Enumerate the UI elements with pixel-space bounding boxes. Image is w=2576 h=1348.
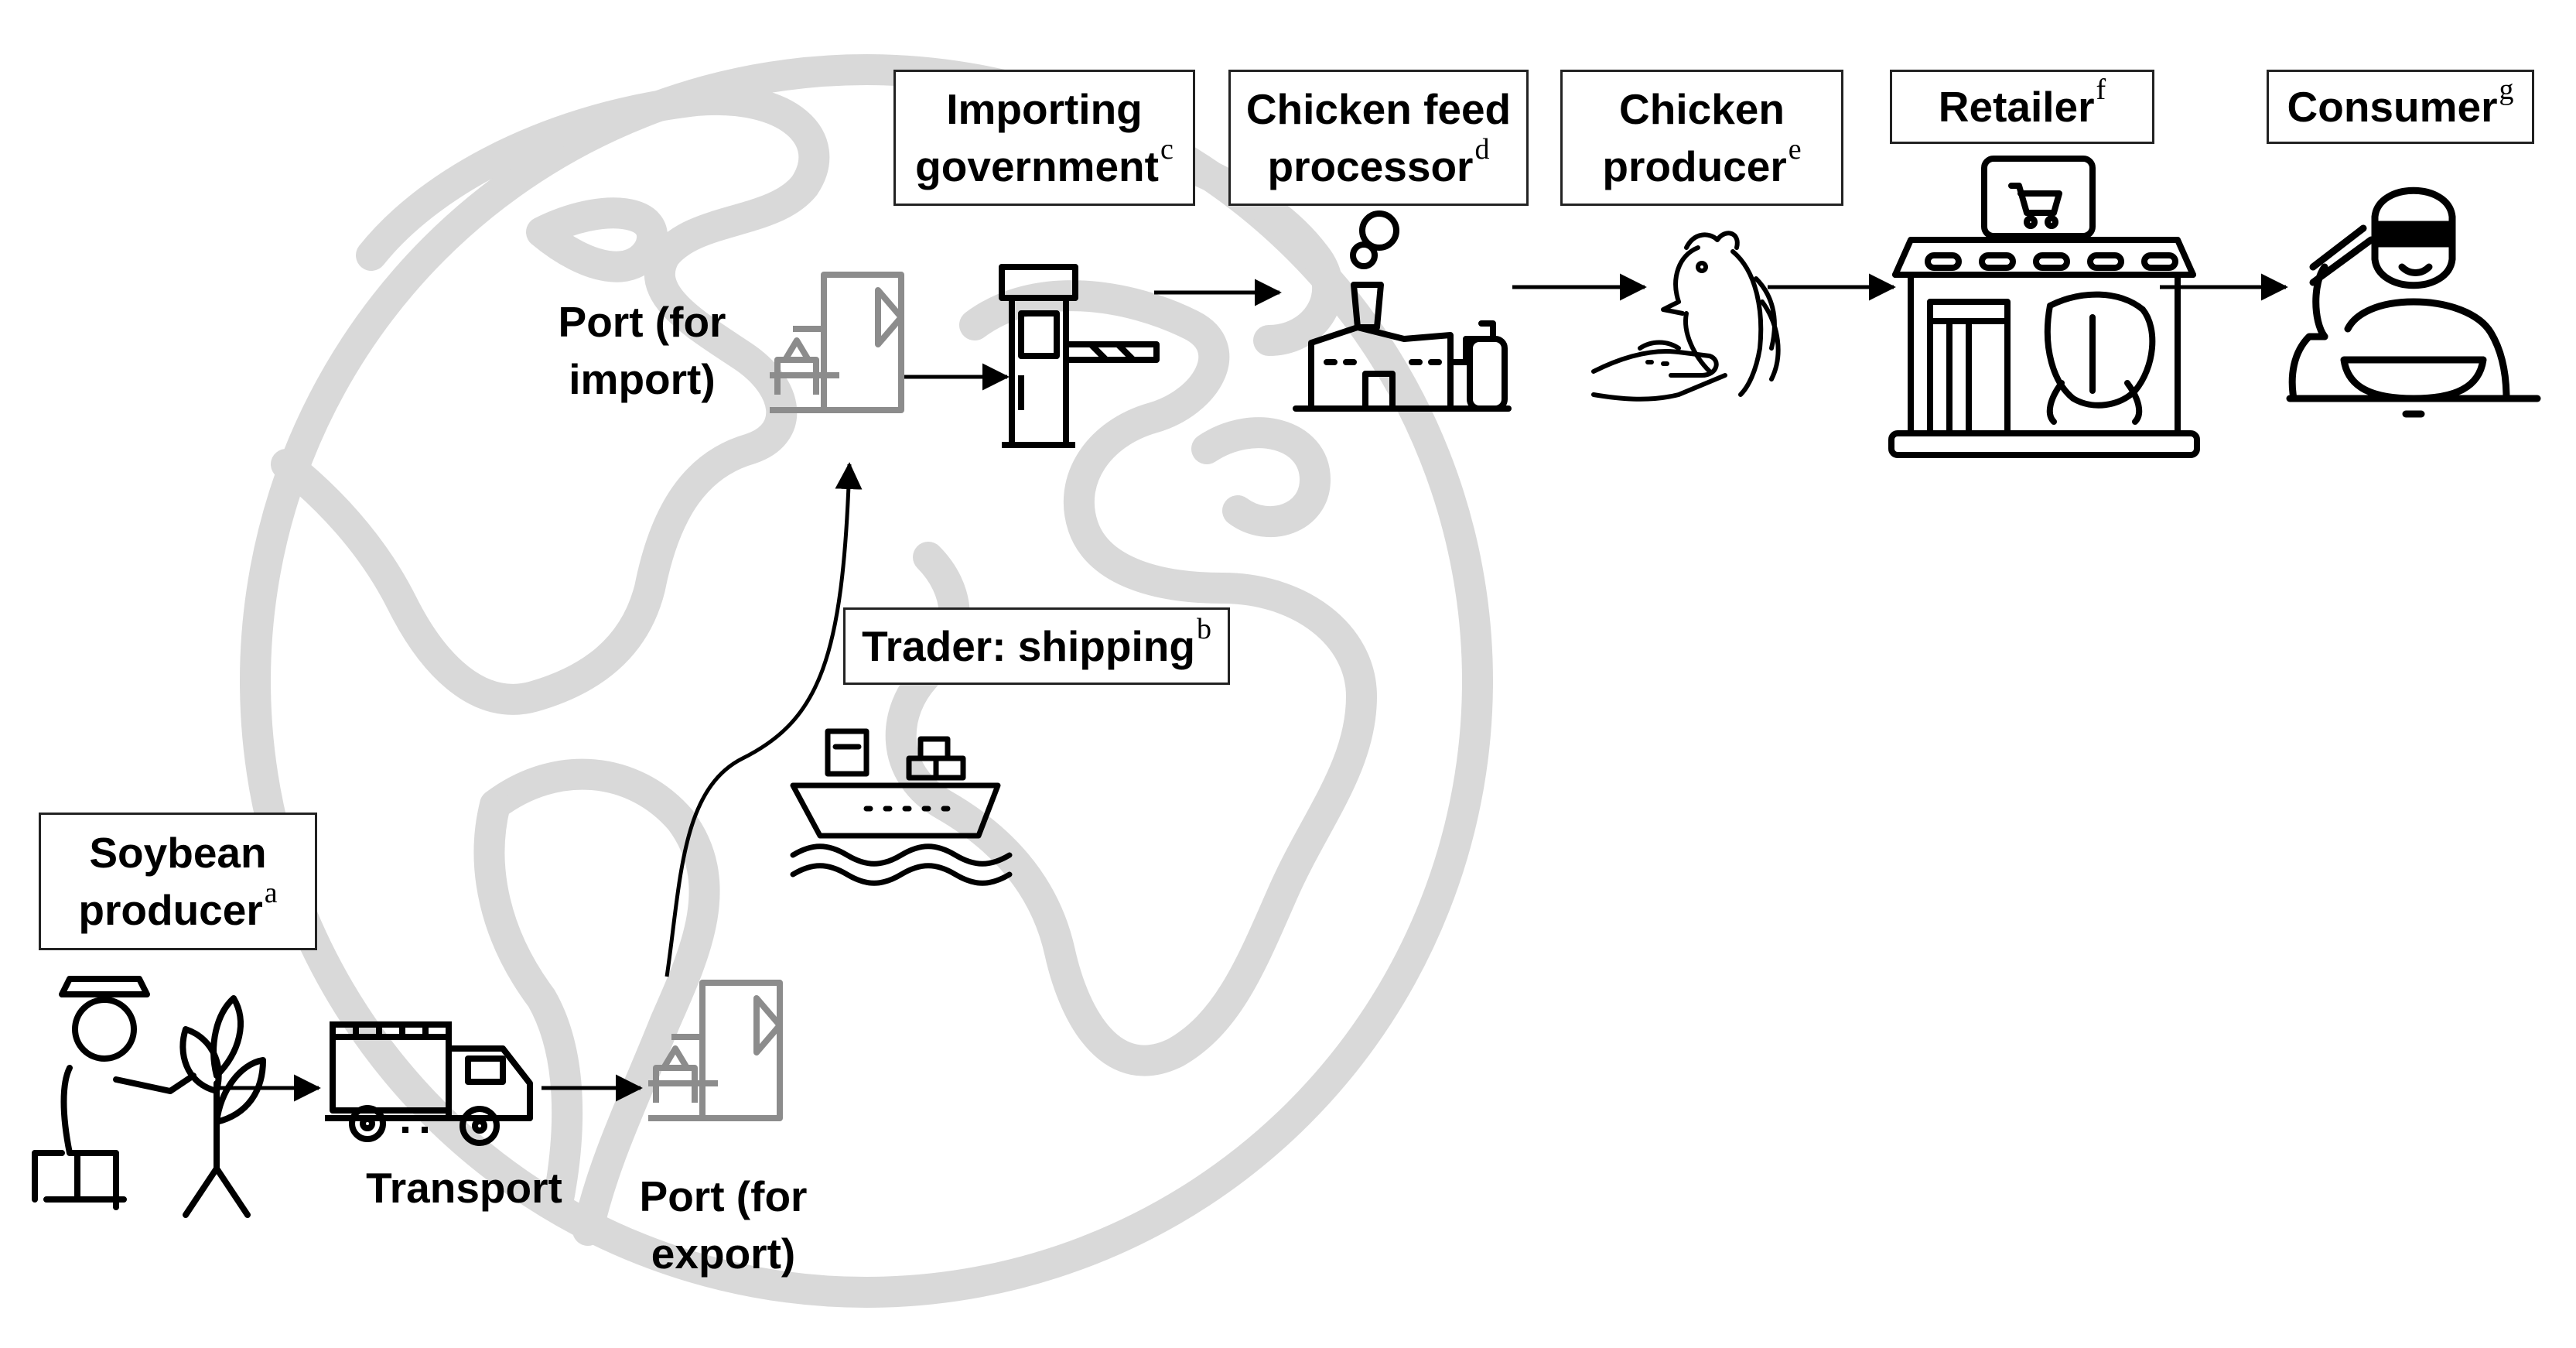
soybean-producer-line2-wrap: producera xyxy=(78,878,277,939)
trader-line1-wrap: Trader: shippingb xyxy=(862,614,1211,675)
port-export-line2: export) xyxy=(651,1229,796,1278)
chicken-producer-line2-wrap: producere xyxy=(1602,135,1801,195)
importing-government-line2: government xyxy=(915,142,1159,190)
retailer-line1: Retailer xyxy=(1938,83,2095,131)
importing-government-line2-wrap: governmentc xyxy=(915,135,1174,195)
port-export-line1: Port (for xyxy=(639,1172,808,1220)
retailer-line1-wrap: Retailerf xyxy=(1938,75,2106,135)
label-port-import: Port (for import) xyxy=(526,290,758,410)
farmer-icon xyxy=(32,976,266,1218)
soybean-producer-note: a xyxy=(264,876,278,909)
consumer-line1: Consumer xyxy=(2287,83,2498,131)
customs-barrier-icon xyxy=(999,264,1160,448)
retailer-note: f xyxy=(2096,73,2106,106)
label-chicken-feed-processor: Chicken feed processord xyxy=(1228,70,1529,206)
label-trader-shipping: Trader: shippingb xyxy=(843,607,1230,685)
globe-icon xyxy=(240,54,1493,1308)
label-transport: Transport xyxy=(340,1157,588,1219)
soybean-producer-line2: producer xyxy=(78,886,263,934)
label-port-export: Port (for export) xyxy=(603,1165,843,1285)
port-import-line1: Port (for xyxy=(558,297,726,346)
chicken-producer-line1: Chicken xyxy=(1619,85,1785,133)
soybean-producer-line1: Soybean xyxy=(89,829,267,877)
transport-text: Transport xyxy=(366,1164,562,1212)
consumer-note: g xyxy=(2499,73,2514,106)
consumer-icon xyxy=(2286,186,2541,418)
feed-processor-line2: processor xyxy=(1267,142,1474,190)
consumer-line1-wrap: Consumerg xyxy=(2287,75,2514,135)
trader-line1: Trader: shipping xyxy=(862,622,1195,670)
chicken-icon xyxy=(1591,231,1781,402)
label-chicken-producer: Chicken producere xyxy=(1560,70,1843,206)
truck-icon xyxy=(325,1021,533,1146)
flow-arrows xyxy=(218,273,2288,1102)
feed-processor-line2-wrap: processord xyxy=(1267,135,1490,195)
feed-processor-note: d xyxy=(1474,132,1490,166)
store-icon xyxy=(1888,156,2200,458)
cargo-ship-icon xyxy=(790,728,1013,886)
label-retailer: Retailerf xyxy=(1890,70,2154,144)
label-importing-government: Importing governmentc xyxy=(893,70,1195,206)
factory-icon xyxy=(1293,210,1512,412)
label-consumer: Consumerg xyxy=(2267,70,2534,144)
label-soybean-producer: Soybean producera xyxy=(39,813,317,950)
port-export-icon xyxy=(648,980,783,1121)
port-import-icon xyxy=(770,272,904,413)
chicken-producer-note: e xyxy=(1788,132,1802,166)
importing-government-note: c xyxy=(1160,132,1174,166)
port-import-line2: import) xyxy=(569,354,716,403)
chicken-producer-line2: producer xyxy=(1602,142,1787,190)
trader-note: b xyxy=(1196,612,1211,645)
feed-processor-line1: Chicken feed xyxy=(1245,85,1512,133)
importing-government-line1: Importing xyxy=(946,85,1143,133)
arrow-port-export-to-import xyxy=(664,462,863,977)
